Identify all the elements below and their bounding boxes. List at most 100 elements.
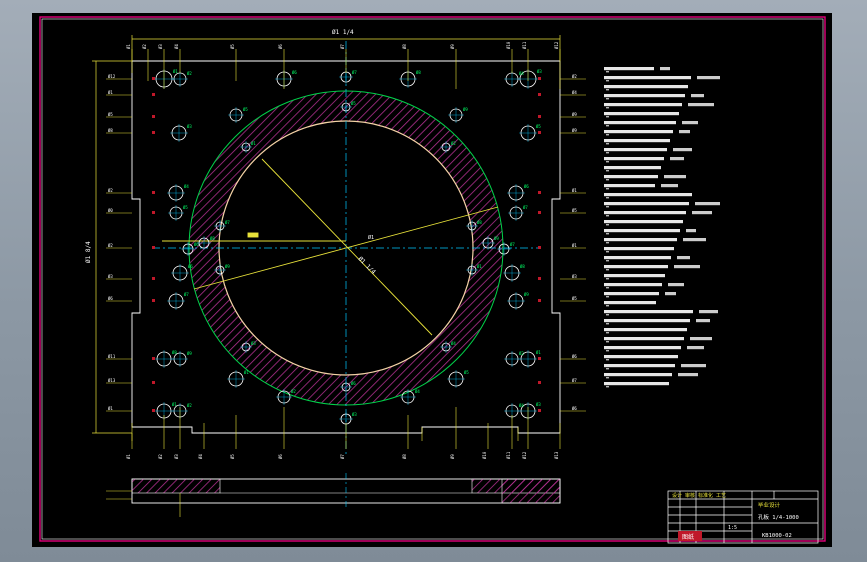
title-block bbox=[667, 490, 819, 544]
tick-marker bbox=[152, 191, 155, 194]
title-scale: 1:5 bbox=[728, 525, 737, 531]
tick-right-label: Ø3 bbox=[572, 274, 577, 279]
hole-label: Ø3 bbox=[536, 402, 541, 407]
tick-marker bbox=[538, 357, 541, 360]
crosshair-icon bbox=[340, 101, 352, 113]
hole-label: Ø1 bbox=[536, 350, 541, 355]
note-bullet bbox=[606, 341, 609, 343]
note-line bbox=[695, 202, 720, 206]
note-bullet bbox=[606, 323, 609, 325]
crosshair-icon bbox=[276, 389, 292, 405]
note-line bbox=[690, 337, 712, 341]
note-line bbox=[604, 355, 678, 359]
hole-label: Ø9 bbox=[187, 351, 192, 356]
tick-right-label: Ø1 bbox=[572, 188, 577, 193]
note-line bbox=[699, 310, 718, 314]
tick-left-label: Ø2 bbox=[108, 188, 113, 193]
crosshair-icon bbox=[503, 264, 521, 282]
note-line bbox=[664, 175, 686, 179]
note-line bbox=[604, 202, 689, 206]
note-line bbox=[604, 319, 690, 323]
crosshair-icon bbox=[214, 264, 226, 276]
note-line bbox=[604, 328, 687, 332]
crosshair-icon bbox=[340, 381, 352, 393]
hole-label: Ø3 bbox=[251, 341, 256, 346]
note-line bbox=[604, 193, 692, 197]
tick-marker bbox=[152, 357, 155, 360]
tick-marker bbox=[538, 131, 541, 134]
hole-label: Ø5 bbox=[243, 107, 248, 112]
note-bullet bbox=[606, 107, 609, 109]
note-line bbox=[665, 292, 676, 296]
hole-label: Ø7 bbox=[523, 205, 528, 210]
note-bullet bbox=[606, 170, 609, 172]
note-line bbox=[683, 238, 706, 242]
hole-label: Ø1 bbox=[251, 141, 256, 146]
note-line bbox=[673, 148, 692, 152]
note-bullet bbox=[606, 143, 609, 145]
crosshair-icon bbox=[400, 389, 416, 405]
hole-label: Ø8 bbox=[477, 220, 482, 225]
note-line bbox=[697, 76, 720, 80]
hole-label: Ø9 bbox=[494, 236, 499, 241]
note-bullet bbox=[606, 386, 609, 388]
leader-top-label: Ø1 bbox=[126, 44, 131, 49]
crosshair-icon bbox=[171, 264, 189, 282]
note-line bbox=[604, 265, 668, 269]
hole-label: Ø9 bbox=[463, 107, 468, 112]
tick-marker bbox=[152, 246, 155, 249]
crosshair-icon bbox=[240, 341, 252, 353]
tick-marker bbox=[538, 277, 541, 280]
note-line bbox=[679, 130, 690, 134]
tick-left-label: Ø6 bbox=[108, 296, 113, 301]
leader-bottom-label: Ø10 bbox=[482, 451, 487, 459]
note-bullet bbox=[606, 71, 609, 73]
note-line bbox=[674, 265, 700, 269]
tick-marker bbox=[152, 299, 155, 302]
note-line bbox=[604, 373, 672, 377]
tick-left-label: Ø5 bbox=[108, 112, 113, 117]
note-line bbox=[604, 274, 665, 278]
tick-marker bbox=[538, 381, 541, 384]
tick-marker bbox=[538, 191, 541, 194]
note-bullet bbox=[606, 161, 609, 163]
note-line bbox=[604, 346, 681, 350]
leader-top-label: Ø8 bbox=[402, 44, 407, 49]
tick-left-label: Ø12 bbox=[108, 74, 116, 79]
leader-bottom-label: Ø5 bbox=[230, 454, 235, 459]
note-bullet bbox=[606, 134, 609, 136]
note-bullet bbox=[606, 359, 609, 361]
hole-label: Ø7 bbox=[184, 292, 189, 297]
leader-top-label: Ø4 bbox=[174, 44, 179, 49]
crosshair-icon bbox=[240, 141, 252, 153]
crosshair-icon bbox=[214, 220, 226, 232]
hole-label: Ø3 bbox=[187, 124, 192, 129]
crosshair-icon bbox=[181, 242, 195, 256]
leader-top-label: Ø10 bbox=[506, 41, 511, 49]
tick-marker bbox=[152, 131, 155, 134]
tick-marker bbox=[538, 115, 541, 118]
crosshair-icon bbox=[519, 350, 537, 368]
note-line bbox=[604, 157, 664, 161]
note-line bbox=[691, 94, 704, 98]
tick-right-label: Ø4 bbox=[572, 90, 577, 95]
section-view bbox=[106, 473, 561, 517]
note-bullet bbox=[606, 296, 609, 298]
tick-marker bbox=[538, 246, 541, 249]
crosshair-icon bbox=[172, 351, 188, 367]
tick-marker bbox=[152, 381, 155, 384]
note-line bbox=[604, 292, 659, 296]
overall-dimensions bbox=[92, 35, 561, 434]
hole-label: Ø2 bbox=[451, 141, 456, 146]
note-line bbox=[604, 166, 661, 170]
title-project: 毕业设计 bbox=[758, 501, 781, 509]
note-line bbox=[660, 67, 670, 71]
diameter-leaders bbox=[162, 158, 499, 336]
overall-width-label: Ø1 1/4 bbox=[332, 29, 354, 36]
tick-right-label: Ø5 bbox=[572, 208, 577, 213]
hole-label: Ø8 bbox=[210, 236, 215, 241]
leader-top-label: Ø2 bbox=[142, 44, 147, 49]
